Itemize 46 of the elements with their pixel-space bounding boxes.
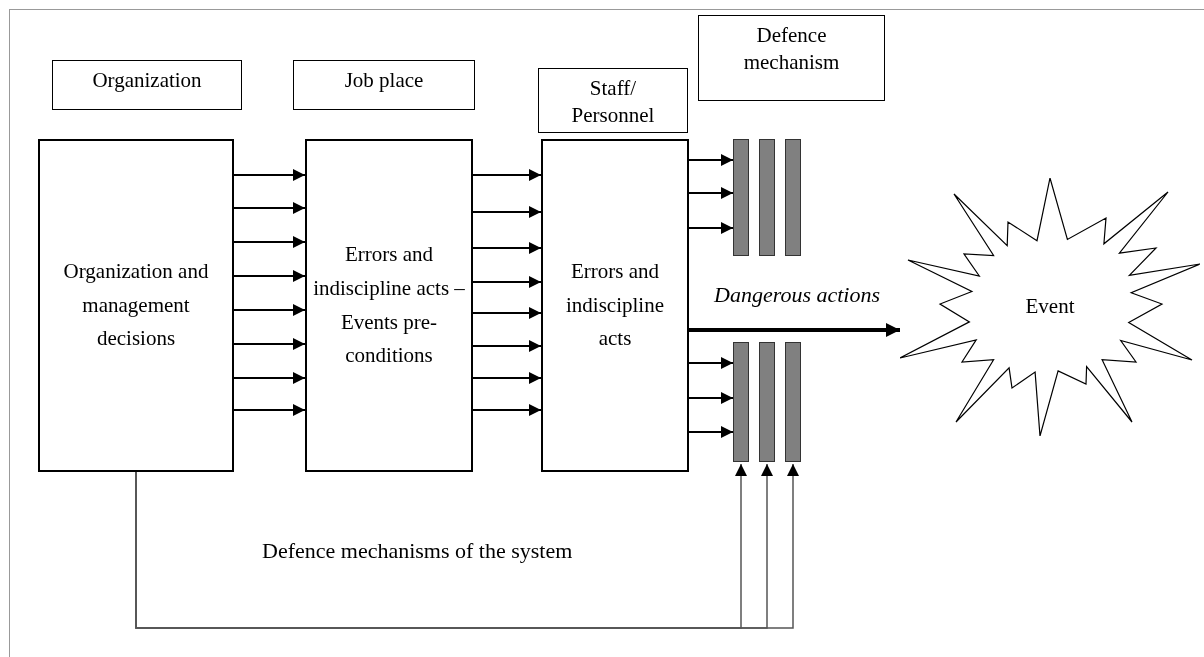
header-box [698, 15, 885, 101]
node-text: Organization [92, 67, 202, 94]
arrow [233, 372, 306, 384]
barrier-bar [759, 139, 775, 256]
arrow [472, 307, 542, 319]
node-text: Staff/ Personnel [570, 75, 656, 130]
event-starburst [900, 178, 1200, 436]
process-box [541, 139, 689, 472]
arrow [472, 372, 542, 384]
node-text: Errors and indiscipline acts – Events pre-conditions [313, 241, 465, 370]
process-box [305, 139, 473, 472]
header-box [538, 68, 688, 133]
arrow [233, 404, 306, 416]
arrow [233, 270, 306, 282]
barrier-bar [733, 342, 749, 462]
arrow [688, 357, 734, 369]
barrier-bar [733, 139, 749, 256]
arrow [472, 404, 542, 416]
arrow [472, 206, 542, 218]
arrow [472, 169, 542, 181]
arrow [472, 242, 542, 254]
node-text: Job place [344, 67, 424, 94]
barrier-bar [785, 342, 801, 462]
arrow [688, 222, 734, 234]
annotation-text: Defence mechanisms of the system [262, 538, 573, 564]
arrow [688, 426, 734, 438]
arrow [472, 340, 542, 352]
arrow [233, 338, 306, 350]
arrow [688, 392, 734, 404]
node-text: Event [1025, 293, 1075, 321]
arrow [233, 169, 306, 181]
arrow [688, 187, 734, 199]
arrow [233, 236, 306, 248]
arrow [233, 202, 306, 214]
node-text: Defence mechanism [742, 22, 841, 77]
barrier-bar [785, 139, 801, 256]
node-text: Organization and management decisions [62, 258, 210, 353]
arrow [688, 154, 734, 166]
arrow [472, 276, 542, 288]
arrow [233, 304, 306, 316]
header-box [52, 60, 242, 110]
process-box [38, 139, 234, 472]
barrier-bar [759, 342, 775, 462]
arrow [689, 323, 900, 337]
node-text: Errors and indiscipline acts [565, 258, 665, 353]
header-box [293, 60, 475, 110]
